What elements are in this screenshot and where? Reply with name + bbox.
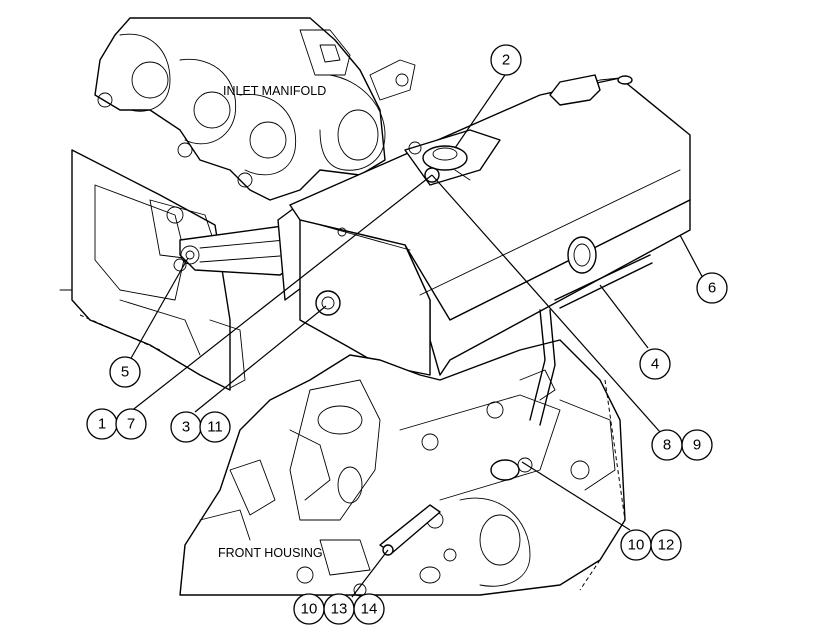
callout-10-bottom-number: 10 [301,601,318,618]
callout-9-number: 9 [693,437,701,454]
front-housing-label: FRONT HOUSING [218,546,323,560]
front-housing-drawing [179,309,626,597]
callout-10-right: 10 [620,529,652,561]
callout-4: 4 [639,348,671,380]
callout-14: 14 [353,593,385,625]
callout-11-number: 11 [207,419,223,436]
callout-5-number: 5 [121,364,129,381]
callout-2: 2 [490,44,522,76]
callout-12-number: 12 [658,537,675,554]
callout-2-number: 2 [502,52,510,69]
callout-14-number: 14 [361,601,378,618]
callout-10-right-number: 10 [628,537,645,554]
left-housing-drawing [59,149,246,391]
callout-8-number: 8 [663,437,671,454]
tank-cover-drawing [289,74,691,376]
callout-3: 3 [170,411,202,443]
callout-12: 12 [650,529,682,561]
bracket-arm-drawing [179,199,306,301]
callout-9: 9 [681,429,713,461]
callout-4-number: 4 [651,356,659,373]
callout-1-number: 1 [98,416,106,433]
callout-5: 5 [109,356,141,388]
callout-13-number: 13 [331,601,348,618]
inlet-manifold-drawing [94,17,416,201]
leader-lines [129,74,706,598]
callout-11: 11 [199,411,231,443]
callout-6: 6 [696,272,728,304]
callout-10-bottom: 10 [293,593,325,625]
callout-6-number: 6 [708,280,716,297]
callout-1: 1 [86,408,118,440]
callout-3-number: 3 [182,419,190,436]
inlet-manifold-label: INLET MANIFOLD [223,84,326,98]
callout-7-number: 7 [127,416,135,433]
callout-7: 7 [115,408,147,440]
callout-8: 8 [651,429,683,461]
callout-13: 13 [323,593,355,625]
